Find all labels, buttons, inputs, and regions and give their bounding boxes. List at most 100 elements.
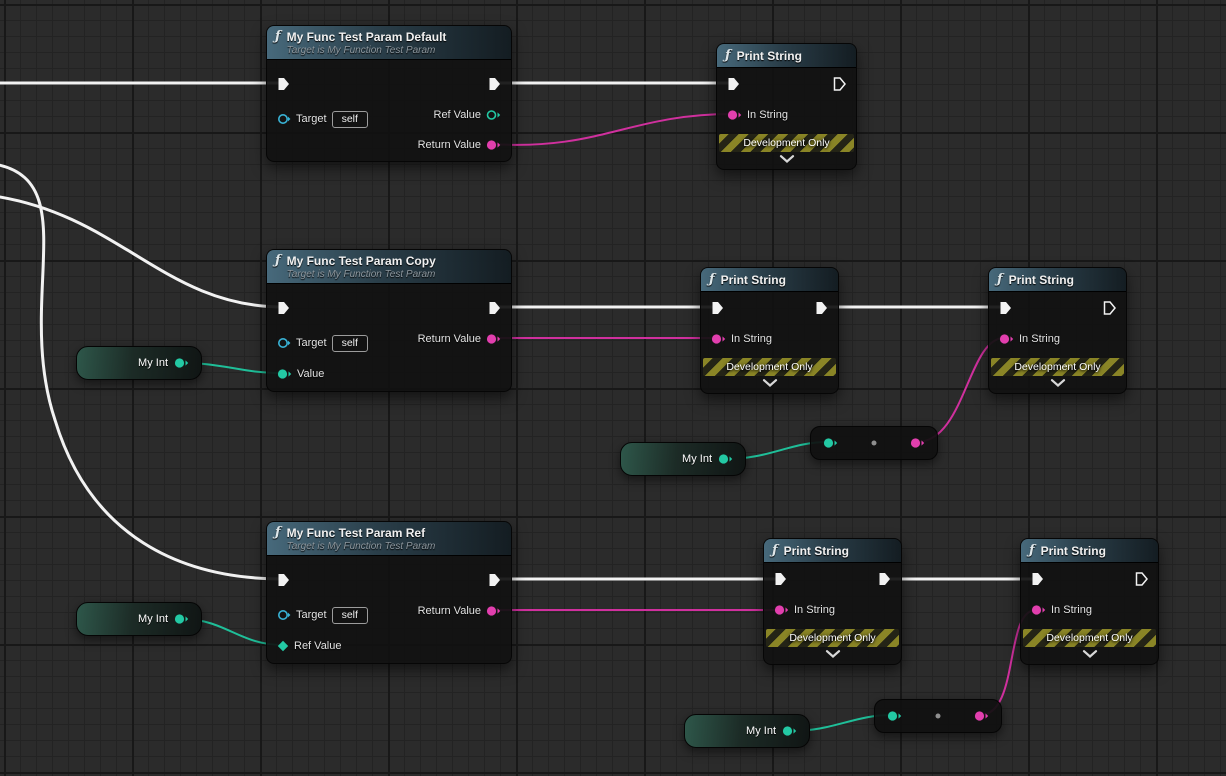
function-icon: ƒ bbox=[275, 525, 281, 540]
function-icon: ƒ bbox=[725, 47, 731, 63]
node-my-func-test-param-default[interactable]: ƒ My Func Test Param Default Target is M… bbox=[266, 25, 512, 162]
function-icon: ƒ bbox=[275, 253, 281, 268]
development-only-band: Development Only bbox=[1023, 629, 1156, 647]
node-print-string-2[interactable]: ƒ Print String In String Development Onl… bbox=[700, 267, 839, 394]
return-value-pin-label: Return Value bbox=[417, 139, 481, 151]
node-my-int-variable-4[interactable]: My Int bbox=[684, 714, 810, 748]
target-self-input[interactable]: self bbox=[331, 110, 368, 128]
node-int-to-string-conversion-2[interactable] bbox=[874, 699, 1002, 733]
conversion-in-pin[interactable] bbox=[823, 437, 838, 449]
development-only-band: Development Only bbox=[719, 134, 854, 152]
int-out-pin[interactable] bbox=[174, 613, 189, 625]
function-icon: ƒ bbox=[709, 271, 715, 287]
return-value-pin[interactable] bbox=[486, 605, 501, 617]
exec-out-pin[interactable] bbox=[1135, 572, 1148, 586]
function-icon: ƒ bbox=[772, 542, 778, 558]
node-header: ƒ Print String bbox=[1021, 539, 1158, 563]
exec-out-pin[interactable] bbox=[488, 301, 501, 315]
node-print-string-5[interactable]: ƒ Print String In String Development Onl… bbox=[1020, 538, 1159, 665]
development-only-label: Development Only bbox=[789, 632, 876, 644]
exec-in-pin[interactable] bbox=[711, 301, 724, 315]
node-header: ƒ Print String bbox=[717, 44, 856, 68]
node-subtitle: Target is My Function Test Param bbox=[286, 45, 436, 56]
return-value-pin[interactable] bbox=[486, 139, 501, 151]
target-pin-label: Target bbox=[296, 113, 327, 125]
collapse-chevron-icon[interactable] bbox=[1081, 650, 1099, 658]
node-header: ƒ My Func Test Param Default Target is M… bbox=[267, 26, 511, 60]
int-out-pin[interactable] bbox=[174, 357, 189, 369]
function-icon: ƒ bbox=[1029, 542, 1035, 558]
target-pin[interactable] bbox=[277, 337, 291, 349]
exec-out-pin[interactable] bbox=[833, 77, 846, 91]
node-my-int-variable-2[interactable]: My Int bbox=[620, 442, 746, 476]
exec-in-pin[interactable] bbox=[277, 77, 290, 91]
node-title: My Func Test Param Default bbox=[286, 30, 447, 44]
node-print-string-4[interactable]: ƒ Print String In String Development Onl… bbox=[763, 538, 902, 665]
target-pin-label: Target bbox=[296, 609, 327, 621]
node-my-func-test-param-ref[interactable]: ƒ My Func Test Param Ref Target is My Fu… bbox=[266, 521, 512, 664]
exec-out-pin[interactable] bbox=[815, 301, 828, 315]
node-my-func-test-param-copy[interactable]: ƒ My Func Test Param Copy Target is My F… bbox=[266, 249, 512, 392]
in-string-pin-label: In String bbox=[1019, 333, 1060, 345]
conversion-out-pin[interactable] bbox=[974, 710, 989, 722]
exec-out-pin[interactable] bbox=[488, 573, 501, 587]
variable-label: My Int bbox=[746, 725, 776, 737]
function-icon: ƒ bbox=[997, 271, 1003, 287]
int-out-pin[interactable] bbox=[718, 453, 733, 465]
node-header: ƒ Print String bbox=[701, 268, 838, 292]
value-in-pin[interactable] bbox=[277, 368, 292, 380]
ref-value-pin-label: Ref Value bbox=[294, 640, 342, 652]
ref-value-out-pin[interactable] bbox=[486, 109, 501, 121]
node-print-string-1[interactable]: ƒ Print String In String Development Onl… bbox=[716, 43, 857, 170]
collapse-chevron-icon[interactable] bbox=[761, 379, 779, 387]
ref-value-in-pin[interactable] bbox=[277, 640, 289, 652]
node-my-int-variable-1[interactable]: My Int bbox=[76, 346, 202, 380]
exec-in-pin[interactable] bbox=[277, 573, 290, 587]
ref-value-pin-label: Ref Value bbox=[433, 109, 482, 121]
exec-out-pin[interactable] bbox=[1103, 301, 1116, 315]
node-title: Print String bbox=[736, 48, 802, 63]
int-out-pin[interactable] bbox=[782, 725, 797, 737]
exec-out-pin[interactable] bbox=[878, 572, 891, 586]
node-print-string-3[interactable]: ƒ Print String In String Development Onl… bbox=[988, 267, 1127, 394]
variable-label: My Int bbox=[682, 453, 712, 465]
node-title: My Func Test Param Copy bbox=[286, 254, 436, 268]
node-title: Print String bbox=[1008, 272, 1074, 287]
target-self-input[interactable]: self bbox=[331, 334, 368, 352]
in-string-pin[interactable] bbox=[1031, 604, 1046, 616]
target-self-input[interactable]: self bbox=[331, 606, 368, 624]
conversion-dot-icon bbox=[871, 440, 877, 446]
development-only-label: Development Only bbox=[743, 137, 830, 149]
target-pin[interactable] bbox=[277, 113, 291, 125]
in-string-pin[interactable] bbox=[999, 333, 1014, 345]
value-pin-label: Value bbox=[297, 368, 325, 380]
conversion-out-pin[interactable] bbox=[910, 437, 925, 449]
node-subtitle: Target is My Function Test Param bbox=[286, 541, 436, 552]
in-string-pin-label: In String bbox=[794, 604, 835, 616]
exec-in-pin[interactable] bbox=[999, 301, 1012, 315]
conversion-in-pin[interactable] bbox=[887, 710, 902, 722]
in-string-pin[interactable] bbox=[774, 604, 789, 616]
collapse-chevron-icon[interactable] bbox=[778, 155, 796, 163]
collapse-chevron-icon[interactable] bbox=[824, 650, 842, 658]
exec-in-pin[interactable] bbox=[1031, 572, 1044, 586]
exec-in-pin[interactable] bbox=[774, 572, 787, 586]
exec-in-pin[interactable] bbox=[277, 301, 290, 315]
data-wire-string bbox=[490, 113, 733, 146]
in-string-pin[interactable] bbox=[711, 333, 726, 345]
exec-in-pin[interactable] bbox=[727, 77, 740, 91]
target-pin[interactable] bbox=[277, 609, 291, 621]
exec-wire bbox=[0, 195, 285, 309]
exec-out-pin[interactable] bbox=[488, 77, 501, 91]
in-string-pin-label: In String bbox=[747, 109, 788, 121]
return-value-pin-label: Return Value bbox=[417, 333, 481, 345]
in-string-pin-label: In String bbox=[1051, 604, 1092, 616]
node-my-int-variable-3[interactable]: My Int bbox=[76, 602, 202, 636]
in-string-pin[interactable] bbox=[727, 109, 742, 121]
return-value-pin[interactable] bbox=[486, 333, 501, 345]
development-only-band: Development Only bbox=[766, 629, 899, 647]
node-int-to-string-conversion-1[interactable] bbox=[810, 426, 938, 460]
node-title: My Func Test Param Ref bbox=[286, 526, 426, 540]
collapse-chevron-icon[interactable] bbox=[1049, 379, 1067, 387]
